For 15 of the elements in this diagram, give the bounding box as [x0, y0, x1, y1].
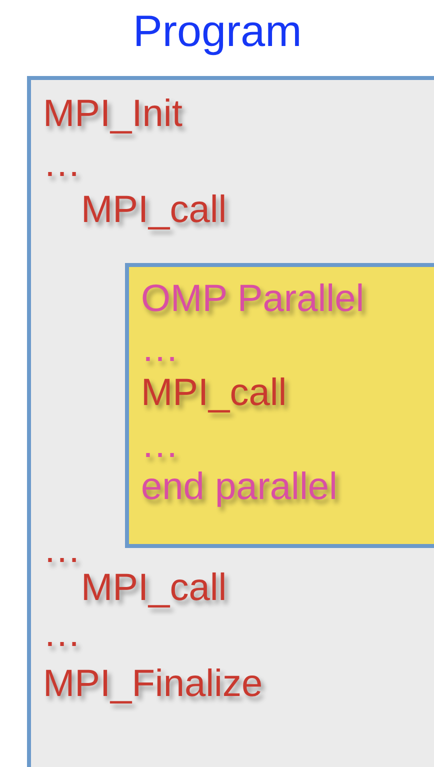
code-line: MPI_call — [141, 371, 287, 415]
program-box — [27, 76, 434, 767]
code-line: … — [43, 612, 81, 656]
inner-region-box — [125, 263, 434, 548]
code-line: OMP Parallel — [141, 277, 364, 321]
diagram-title: Program — [133, 10, 302, 54]
code-line: … — [141, 327, 179, 371]
code-line: MPI_Finalize — [43, 662, 263, 706]
code-line: … — [43, 142, 81, 186]
code-line: MPI_call — [81, 566, 227, 610]
code-line: end parallel — [141, 465, 338, 509]
code-line: … — [141, 423, 179, 467]
code-line: … — [43, 528, 81, 572]
code-line: MPI_call — [81, 188, 227, 232]
code-line: MPI_Init — [43, 92, 182, 136]
